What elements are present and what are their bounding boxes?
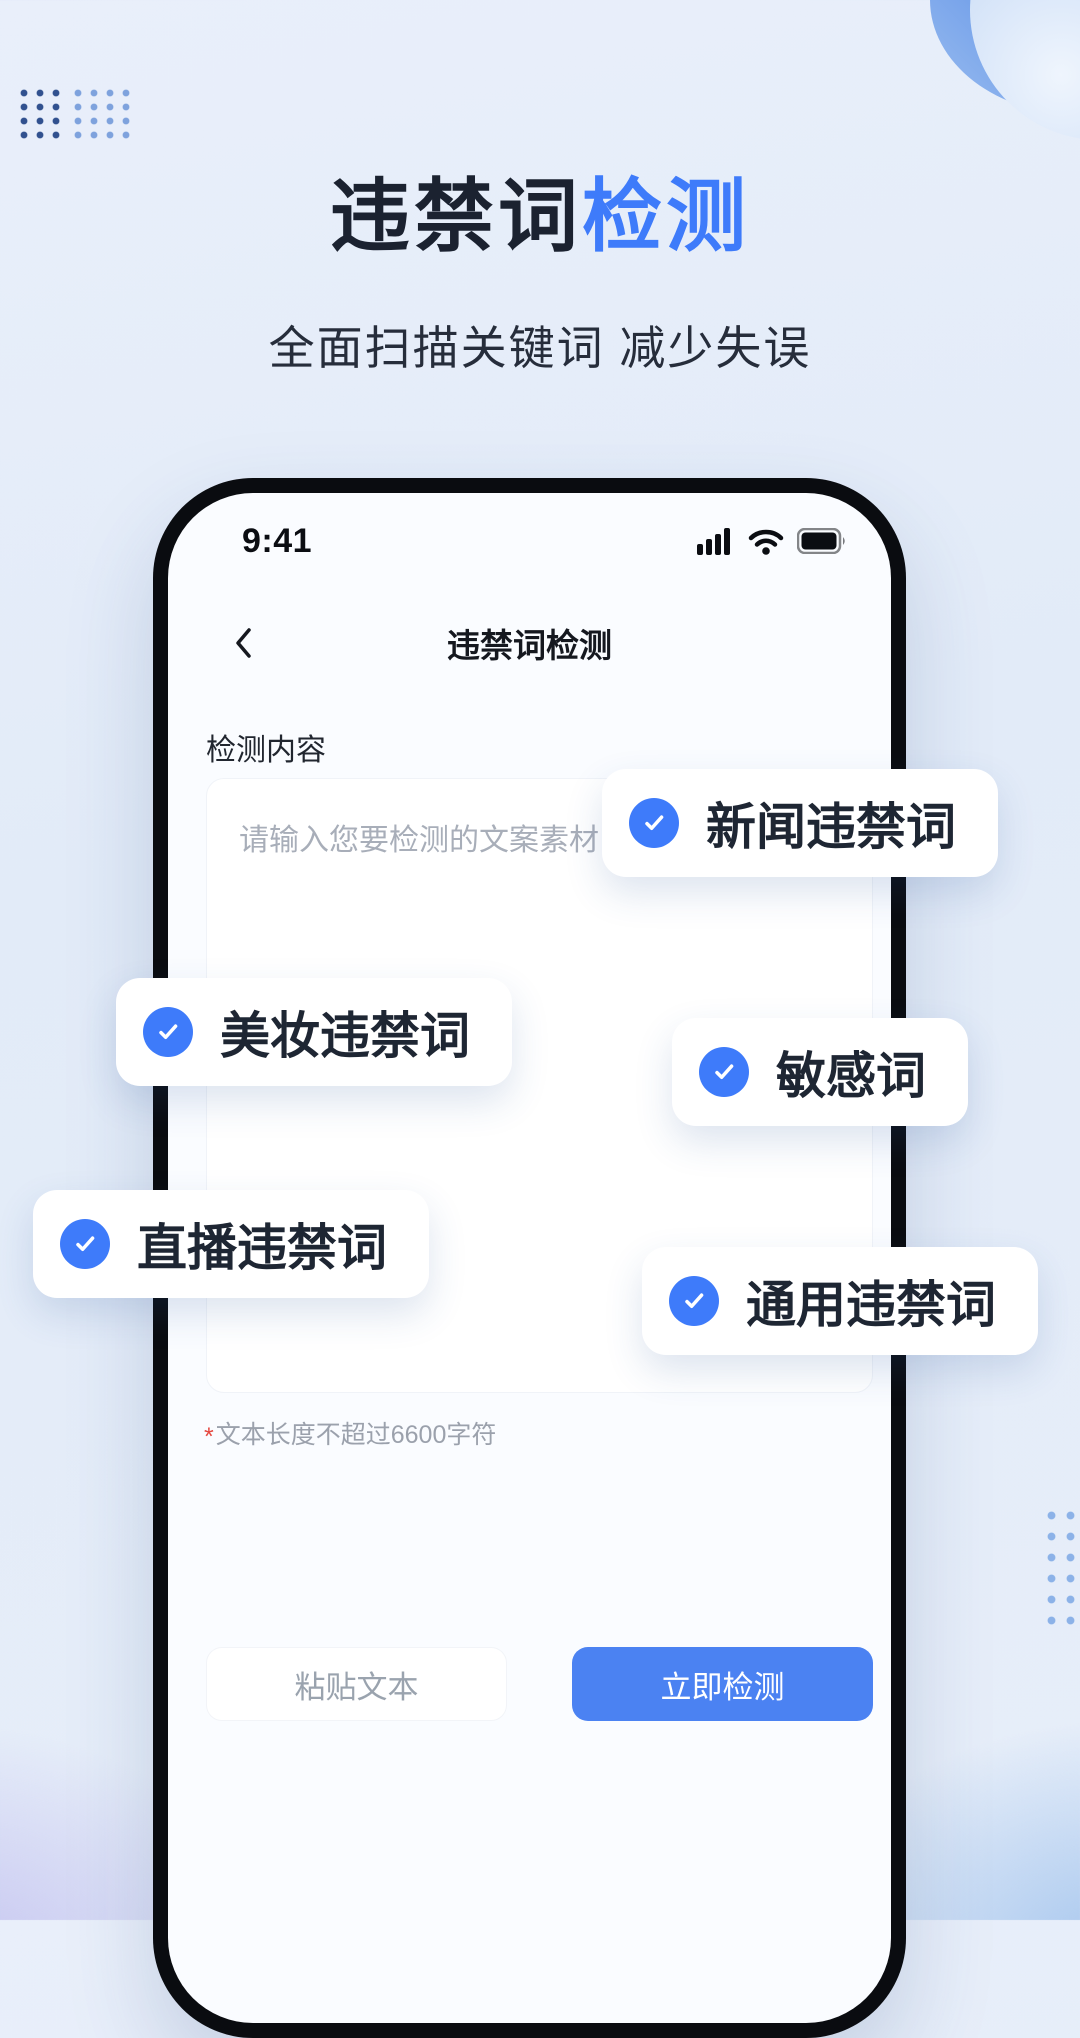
dots-pattern-top-left-dark xyxy=(16,86,64,142)
chip-beauty-banned-words[interactable]: 美妆违禁词 xyxy=(116,978,512,1086)
chip-sensitive-words[interactable]: 敏感词 xyxy=(672,1018,968,1126)
required-asterisk: * xyxy=(204,1423,214,1451)
dots-pattern-right xyxy=(1042,1505,1080,1625)
dots-pattern-top-left-light xyxy=(70,86,136,142)
status-bar: 9:41 xyxy=(242,521,847,561)
wifi-icon xyxy=(748,529,784,555)
battery-icon xyxy=(797,528,845,554)
page-title-accent: 检测 xyxy=(582,172,750,261)
status-time: 9:41 xyxy=(242,521,313,560)
check-icon xyxy=(629,798,679,848)
nav-title: 违禁词检测 xyxy=(447,627,612,664)
check-icon xyxy=(143,1007,193,1057)
circle-decoration xyxy=(970,0,1080,140)
action-buttons: 粘贴文本 立即检测 xyxy=(206,1647,873,1721)
section-label: 检测内容 xyxy=(206,734,326,767)
chip-label: 通用违禁词 xyxy=(746,1277,996,1333)
chip-livestream-banned-words[interactable]: 直播违禁词 xyxy=(33,1190,429,1298)
check-icon xyxy=(669,1276,719,1326)
check-icon xyxy=(60,1219,110,1269)
chip-label: 直播违禁词 xyxy=(137,1220,387,1276)
chip-label: 敏感词 xyxy=(776,1048,926,1104)
back-button[interactable] xyxy=(220,619,268,667)
chip-label: 新闻违禁词 xyxy=(706,799,956,855)
detect-now-button[interactable]: 立即检测 xyxy=(572,1647,873,1721)
chevron-left-icon xyxy=(236,628,251,658)
chip-general-banned-words[interactable]: 通用违禁词 xyxy=(642,1247,1038,1355)
page-subtitle: 全面扫描关键词 减少失误 xyxy=(268,322,812,374)
signal-icon xyxy=(697,527,730,555)
length-limit-note: *文本长度不超过6600字符 xyxy=(204,1415,496,1451)
paste-text-button[interactable]: 粘贴文本 xyxy=(206,1647,507,1721)
page-title-main: 违禁词 xyxy=(330,172,582,261)
status-icons xyxy=(697,527,847,555)
chip-news-banned-words[interactable]: 新闻违禁词 xyxy=(602,769,998,877)
page-title: 违禁词检测 xyxy=(0,152,1080,268)
length-limit-text: 文本长度不超过6600字符 xyxy=(215,1421,497,1449)
nav-bar: 违禁词检测 xyxy=(168,611,891,675)
chip-label: 美妆违禁词 xyxy=(220,1008,470,1064)
check-icon xyxy=(699,1047,749,1097)
